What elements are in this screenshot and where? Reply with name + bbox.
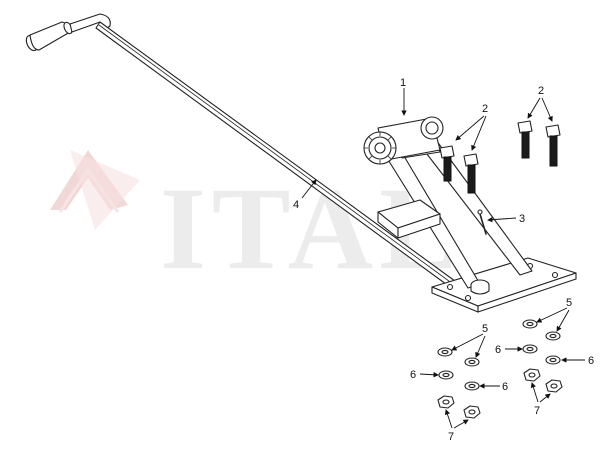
nut (463, 405, 481, 419)
crank-handle (25, 13, 471, 299)
callout-6-b: 6 (502, 381, 508, 393)
callout-5-left: 5 (482, 323, 488, 335)
callouts: 1 2 2 3 4 5 5 6 6 6 6 7 (293, 77, 594, 443)
bolts-group-a (439, 145, 479, 194)
bolt (439, 145, 455, 182)
callout-2-right: 2 (538, 85, 544, 97)
callout-2-left: 2 (482, 103, 488, 115)
lock-washer (545, 355, 561, 365)
callout-4: 4 (293, 199, 299, 211)
washer (545, 331, 561, 341)
lock-washer (522, 344, 538, 354)
callout-3: 3 (519, 213, 525, 225)
callout-6-c: 6 (495, 344, 501, 356)
bolts-group-b (517, 120, 561, 167)
lock-washer (464, 381, 480, 391)
callout-1: 1 (400, 77, 406, 89)
bolt (545, 124, 561, 167)
callout-6-a: 6 (410, 369, 416, 381)
washer (437, 347, 453, 357)
gear-rear (420, 116, 444, 140)
lock-washer (438, 370, 454, 380)
watermark-logo (50, 150, 140, 230)
handle-grip (25, 21, 73, 52)
callout-5-right: 5 (566, 297, 572, 309)
gear (363, 131, 397, 165)
washer (522, 319, 538, 329)
washer (464, 357, 480, 367)
hardware-right (522, 319, 563, 393)
bolt (517, 120, 533, 159)
nut (545, 379, 563, 393)
nut (437, 395, 455, 409)
bolt (463, 153, 479, 194)
nut (523, 368, 541, 382)
hardware-left (437, 347, 481, 419)
callout-7-right: 7 (534, 405, 540, 417)
callout-7-left: 7 (448, 431, 454, 443)
callout-6-d: 6 (588, 355, 594, 367)
pin (477, 209, 487, 235)
